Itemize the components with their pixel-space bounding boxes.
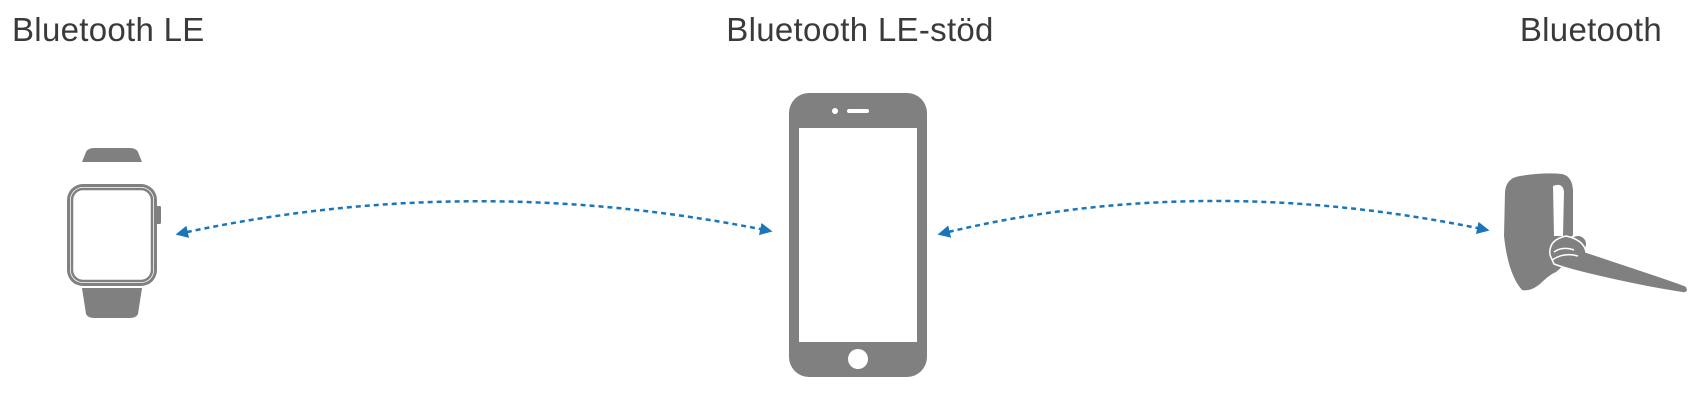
smartphone-icon [789,93,927,377]
label-bluetooth-le-support: Bluetooth LE-stöd [726,11,994,48]
bluetooth-headset-icon [1504,173,1689,294]
label-bluetooth-le: Bluetooth LE [12,11,205,48]
connection-arrow-watch-phone [175,199,773,238]
smartwatch-icon [67,148,161,318]
label-bluetooth: Bluetooth [1519,11,1662,48]
connection-arrow-phone-headset [937,199,1490,238]
